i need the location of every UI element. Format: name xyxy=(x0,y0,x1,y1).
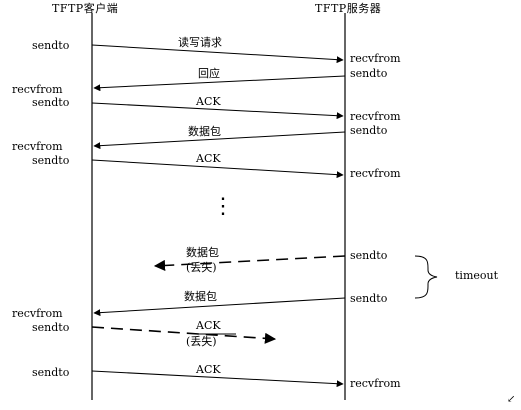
client-label-recvfrom: recvfrom xyxy=(12,83,63,96)
client-label-sendto: sendto xyxy=(32,39,70,52)
server-label-recvfrom: recvfrom xyxy=(350,167,401,180)
server-label-sendto: sendto xyxy=(350,124,388,137)
arrow-data-retransmit xyxy=(93,297,346,317)
message-label-ack-lost: ACK xyxy=(196,319,221,332)
arrow-ack-2 xyxy=(91,159,344,179)
message-label-data: 数据包 xyxy=(188,125,221,138)
server-header: TFTP服务器 xyxy=(315,2,382,15)
message-label-ack-final: ACK xyxy=(196,363,221,376)
server-label-recvfrom: recvfrom xyxy=(350,110,401,123)
client-header: TFTP客户端 xyxy=(52,2,119,15)
server-label-sendto: sendto xyxy=(350,67,388,80)
timeout-brace xyxy=(414,255,438,299)
arrow-ack-1 xyxy=(91,102,344,120)
arrow-ack-lost xyxy=(91,326,277,344)
client-label-sendto: sendto xyxy=(32,321,70,334)
message-label-ack: ACK xyxy=(196,152,221,165)
server-label-recvfrom: recvfrom xyxy=(350,52,401,65)
client-label-sendto: sendto xyxy=(32,366,70,379)
message-note-lost: (丢失) xyxy=(186,335,217,348)
arrow-request xyxy=(91,44,344,64)
client-label-recvfrom: recvfrom xyxy=(12,140,63,153)
server-label-sendto: sendto xyxy=(350,249,388,262)
message-label-ack: ACK xyxy=(196,95,221,108)
server-label-sendto: sendto xyxy=(350,292,388,305)
message-label-data-lost: 数据包 xyxy=(186,246,219,259)
client-label-recvfrom: recvfrom xyxy=(12,307,63,320)
message-note-lost: (丢失) xyxy=(186,261,217,274)
client-label-sendto: sendto xyxy=(32,154,70,167)
ellipsis-marker: ⋮ xyxy=(212,194,234,219)
arrow-response xyxy=(93,75,346,92)
arrow-data-lost xyxy=(153,255,346,272)
message-label-request: 读写请求 xyxy=(178,36,222,49)
corner-mark: ↙ xyxy=(507,394,516,405)
message-label-data-retransmit: 数据包 xyxy=(184,290,217,303)
server-label-recvfrom: recvfrom xyxy=(350,377,401,390)
message-label-response: 回应 xyxy=(198,67,220,80)
timeout-label: timeout xyxy=(455,269,499,282)
client-label-sendto: sendto xyxy=(32,96,70,109)
arrow-ack-final xyxy=(91,370,344,388)
arrow-data-1 xyxy=(93,131,346,150)
